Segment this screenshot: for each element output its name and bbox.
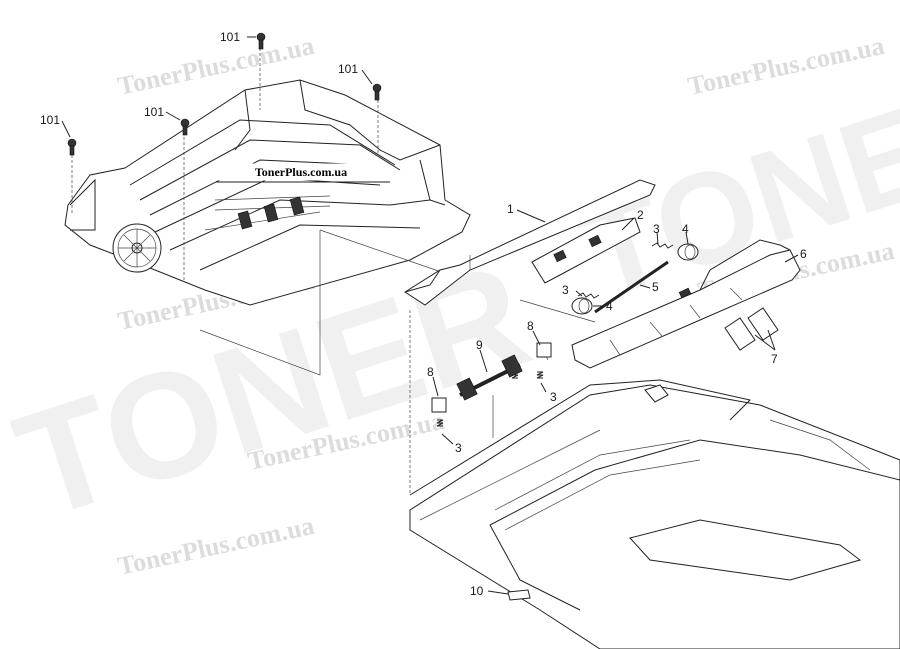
callout-5: 5 — [652, 280, 659, 294]
callout-101: 101 — [220, 30, 240, 44]
callout-3: 3 — [562, 283, 569, 297]
paper-tray — [409, 379, 900, 649]
callout-101: 101 — [40, 113, 60, 127]
callout-labels: 101 101 101 101 1 2 3 4 3 4 5 6 7 8 9 3 … — [40, 30, 807, 598]
callout-3: 3 — [550, 390, 557, 404]
callout-8: 8 — [427, 365, 434, 379]
callout-3: 3 — [455, 441, 462, 455]
watermark-site: TonerPlus.com.ua — [115, 511, 317, 581]
callout-7: 7 — [771, 352, 778, 366]
bracket-part — [431, 342, 552, 413]
callout-1: 1 — [507, 202, 514, 216]
pad-part — [724, 307, 779, 351]
callout-6: 6 — [800, 247, 807, 261]
callout-10: 10 — [470, 584, 484, 598]
holder-part — [531, 217, 641, 284]
watermark-site: TonerPlus.com.ua — [685, 31, 887, 101]
screw-icon — [67, 32, 382, 156]
callout-4: 4 — [606, 299, 613, 313]
roller-part — [571, 243, 699, 315]
assembly-guide-lines — [199, 229, 596, 495]
shaft-part — [594, 260, 669, 314]
drive-shaft-part — [456, 354, 523, 401]
callout-4: 4 — [682, 222, 689, 236]
callout-2: 2 — [637, 208, 644, 222]
feed-unit-frame — [64, 48, 471, 306]
callout-3: 3 — [653, 222, 660, 236]
label-plate-part — [507, 589, 531, 601]
site-banner: TonerPlus.com.ua — [215, 163, 390, 183]
cover-part — [571, 239, 801, 369]
callout-101: 101 — [144, 105, 164, 119]
callout-9: 9 — [476, 338, 483, 352]
leader-lines — [61, 36, 799, 595]
callout-101: 101 — [338, 62, 358, 76]
callout-8: 8 — [527, 319, 534, 333]
guide-plate-part — [404, 179, 656, 306]
banner-text: TonerPlus.com.ua — [255, 165, 347, 179]
